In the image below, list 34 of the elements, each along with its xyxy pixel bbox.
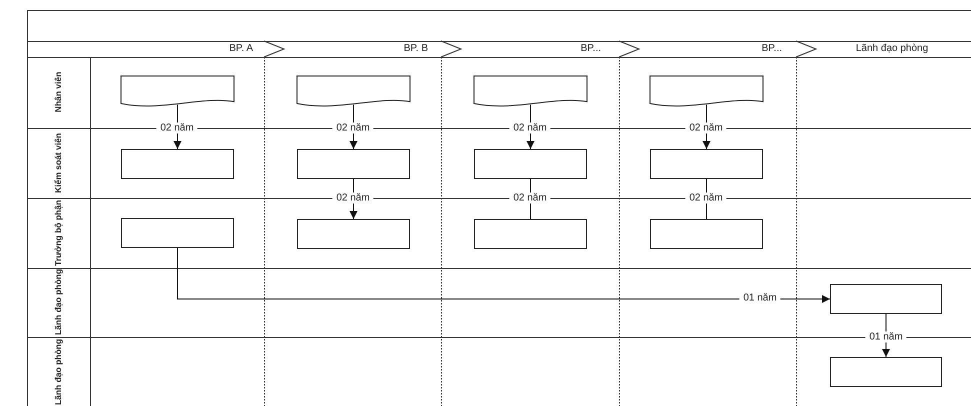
edge-label: 01 năm xyxy=(739,292,781,304)
edge-label: 01 năm xyxy=(865,332,907,342)
document-shape xyxy=(650,76,763,108)
process-box xyxy=(474,149,587,179)
column-header: Lãnh đạo phòng xyxy=(856,43,928,55)
edge-label: 02 năm xyxy=(685,192,727,204)
edge-label: 02 năm xyxy=(156,122,198,134)
process-box xyxy=(650,149,763,179)
process-box xyxy=(121,149,234,179)
lane-label: Lãnh đạo phòng xyxy=(53,268,63,336)
edge-label: 02 năm xyxy=(509,192,551,204)
process-box xyxy=(121,218,234,248)
lane-label: Trưởng bộ phận xyxy=(53,200,63,266)
document-shape xyxy=(297,76,410,108)
process-box xyxy=(297,149,410,179)
process-box xyxy=(830,357,942,387)
process-box xyxy=(474,219,587,249)
edge-label: 02 năm xyxy=(332,192,374,204)
column-header: BP... xyxy=(580,43,601,55)
column-header: BP. B xyxy=(404,43,428,55)
column-header: BP. A xyxy=(229,43,253,55)
column-header: BP... xyxy=(762,43,782,55)
process-box xyxy=(650,219,763,249)
lane-label: Kiểm soát viên xyxy=(53,133,63,193)
edge-label: 02 năm xyxy=(685,122,727,134)
document-shape xyxy=(121,76,234,108)
process-box xyxy=(297,219,410,249)
lane-label: Nhân viên xyxy=(53,72,63,112)
edge-label: 02 năm xyxy=(509,122,551,134)
process-box xyxy=(830,284,942,314)
document-shape xyxy=(474,76,587,108)
lane-label: Lãnh đạo phòng xyxy=(53,338,63,406)
connector-arrow xyxy=(177,248,830,303)
edge-label: 02 năm xyxy=(332,122,374,134)
